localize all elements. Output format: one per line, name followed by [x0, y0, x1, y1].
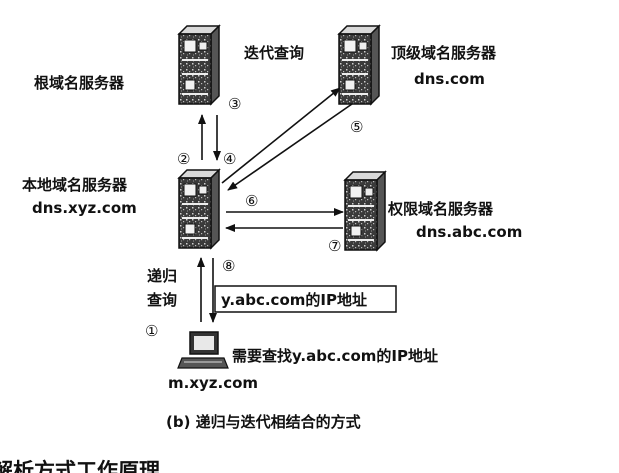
tld-server-label: 顶级域名服务器 — [391, 44, 497, 62]
step-8-marker: ⑧ — [222, 257, 235, 275]
local-server-domain: dns.xyz.com — [32, 199, 137, 217]
arrow-step-4 — [221, 87, 341, 184]
step-1-marker: ① — [145, 322, 158, 340]
step-4-marker: ④ — [223, 150, 236, 168]
result-box-label: y.abc.com的IP地址 — [221, 291, 367, 309]
iterative-query-label: 迭代查询 — [244, 44, 304, 62]
step-3-marker: ③ — [228, 95, 241, 113]
recursive-query-label-line2: 查询 — [147, 291, 177, 309]
auth-server-icon — [344, 171, 386, 251]
local-server-icon — [178, 169, 220, 249]
host-task-label: 需要查找y.abc.com的IP地址 — [232, 347, 438, 365]
recursive-query-label-line1: 递归 — [147, 267, 177, 285]
host-computer-icon — [177, 331, 229, 369]
partial-bottom-text: 解析方式工作原理 — [0, 459, 160, 473]
root-server-icon — [178, 25, 220, 105]
tld-server-icon — [338, 25, 380, 105]
step-6-marker: ⑥ — [245, 192, 258, 210]
result-box — [214, 285, 397, 313]
auth-server-domain: dns.abc.com — [416, 223, 522, 241]
root-server-label: 根域名服务器 — [34, 74, 125, 92]
arrow-step-5 — [227, 103, 353, 191]
step-7-marker: ⑦ — [328, 237, 341, 255]
tld-server-domain: dns.com — [414, 70, 485, 88]
local-server-label: 本地域名服务器 — [22, 176, 128, 194]
host-domain-label: m.xyz.com — [168, 374, 258, 392]
step-2-marker: ② — [177, 150, 190, 168]
auth-server-label: 权限域名服务器 — [387, 200, 494, 218]
step-5-marker: ⑤ — [350, 118, 363, 136]
diagram-caption: (b) 递归与迭代相结合的方式 — [166, 413, 361, 431]
